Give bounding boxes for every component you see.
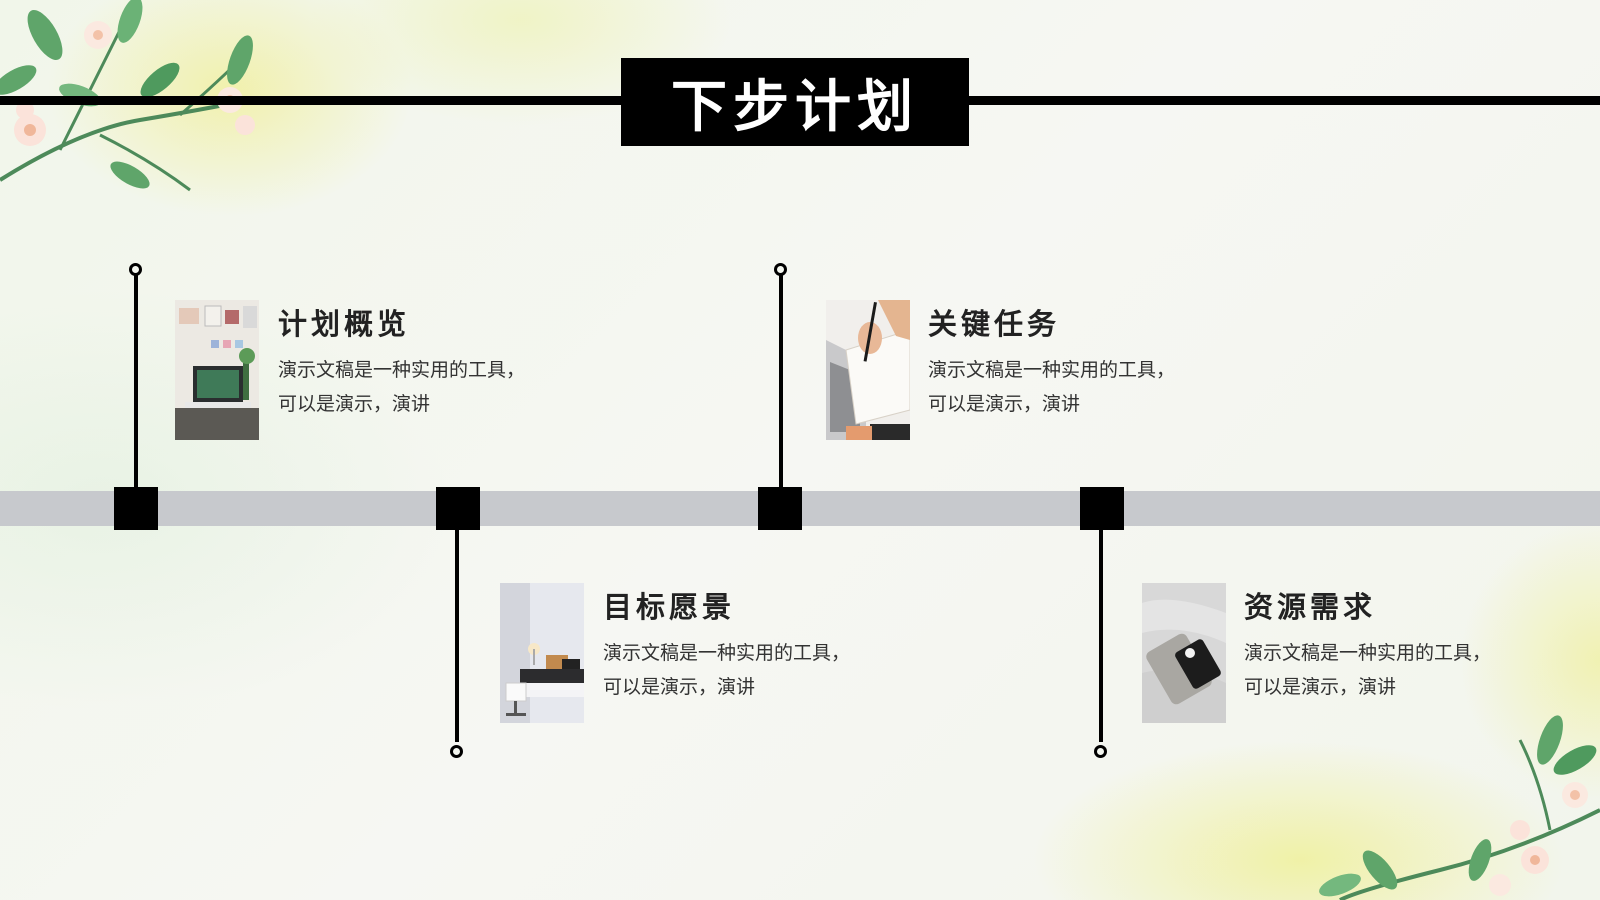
timeline-node-2 [436, 487, 480, 530]
page-title: 下步计划 [671, 74, 919, 140]
card-title-3: 关键任务 [928, 307, 1061, 341]
card-title-2: 目标愿景 [603, 590, 736, 624]
connector-line-2 [455, 528, 459, 742]
card-title-4: 资源需求 [1244, 590, 1377, 624]
photo-phone-on-bed [1142, 583, 1226, 723]
photo-desk-laptop [175, 300, 259, 440]
card-desc-1: 演示文稿是一种实用的工具，可以是演示，演讲 [278, 359, 526, 415]
connector-line-4 [1099, 528, 1103, 742]
timeline-node-4 [1080, 487, 1124, 530]
timeline-node-1 [114, 487, 158, 530]
card-desc-3: 演示文稿是一种实用的工具，可以是演示，演讲 [928, 359, 1176, 415]
connector-endpoint-3 [774, 263, 787, 276]
connector-line-3 [779, 272, 783, 490]
connector-endpoint-1 [129, 263, 142, 276]
floral-branch-top-left [0, 0, 255, 192]
card-desc-4: 演示文稿是一种实用的工具，可以是演示，演讲 [1244, 642, 1492, 698]
floral-branch-bottom-right [1319, 715, 1600, 900]
photo-writing-notebook [826, 300, 910, 440]
connector-endpoint-2 [450, 745, 463, 758]
photo-white-desk [500, 583, 584, 723]
timeline-node-3 [758, 487, 802, 530]
connector-line-1 [134, 272, 138, 490]
card-desc-2: 演示文稿是一种实用的工具，可以是演示，演讲 [603, 642, 851, 698]
connector-endpoint-4 [1094, 745, 1107, 758]
card-title-1: 计划概览 [278, 307, 411, 341]
title-banner: 下步计划 [621, 58, 969, 146]
